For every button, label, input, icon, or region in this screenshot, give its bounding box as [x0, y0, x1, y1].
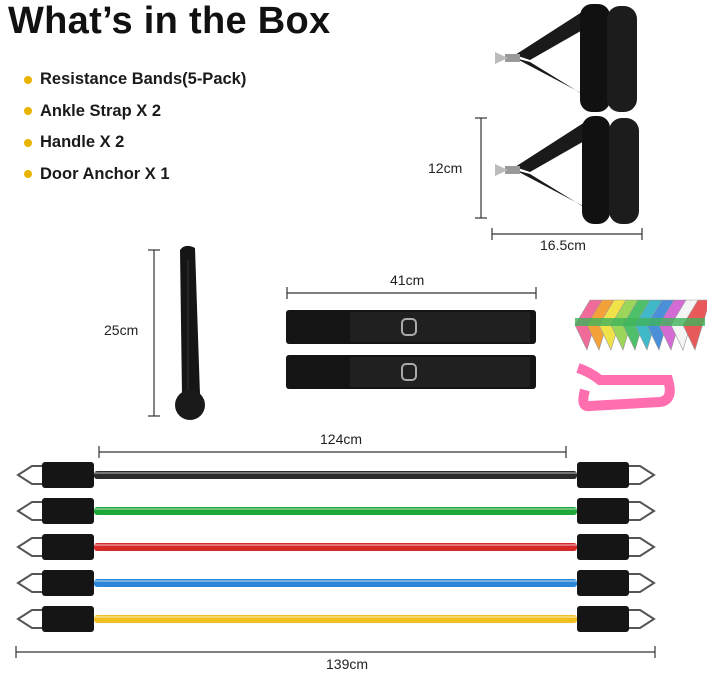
band-tube-dimension: [98, 446, 567, 458]
band-total-length-label: 139cm: [326, 656, 369, 672]
handle-1-image: [495, 4, 637, 112]
list-item: Ankle Strap X 2: [24, 96, 246, 128]
list-item: Door Anchor X 1: [24, 159, 246, 191]
handle-width-dimension: [491, 228, 643, 240]
door-anchor-dimension: [148, 249, 160, 417]
resistance-band: [16, 462, 656, 488]
item-label: Handle X 2: [40, 133, 125, 152]
resistance-band: [16, 534, 656, 560]
handle-2-image: [495, 116, 639, 224]
bullet-dot-icon: [24, 107, 32, 116]
resistance-bands: [16, 462, 656, 632]
item-label: Ankle Strap X 2: [40, 101, 162, 120]
item-label: Door Anchor X 1: [40, 164, 170, 183]
item-label: Resistance Bands(5-Pack): [40, 70, 247, 89]
page-title: What’s in the Box: [8, 0, 331, 42]
bullet-dot-icon: [24, 75, 32, 84]
resistance-band: [16, 498, 656, 524]
ankle-strap-2-image: [286, 355, 536, 389]
bullet-dot-icon: [24, 138, 32, 147]
ankle-strap-1-image: [286, 310, 536, 344]
handle-height-label: 12cm: [428, 160, 463, 176]
list-item: Resistance Bands(5-Pack): [24, 64, 246, 96]
ankle-strap-dimension: [286, 287, 537, 299]
handle-height-dimension: [475, 117, 487, 219]
band-total-dimension: [15, 646, 656, 658]
door-anchor-image: [175, 245, 205, 420]
resistance-band: [16, 570, 656, 596]
door-anchor-length-label: 25cm: [104, 322, 139, 338]
accessory-bands-image: [574, 299, 707, 351]
band-tube-length-label: 124cm: [320, 431, 363, 447]
tape-measure-image: [576, 363, 675, 412]
resistance-band: [16, 606, 656, 632]
contents-list: Resistance Bands(5-Pack) Ankle Strap X 2…: [24, 64, 246, 190]
list-item: Handle X 2: [24, 127, 246, 159]
handle-width-label: 16.5cm: [540, 237, 586, 253]
bullet-dot-icon: [24, 170, 32, 179]
ankle-strap-length-label: 41cm: [390, 272, 425, 288]
